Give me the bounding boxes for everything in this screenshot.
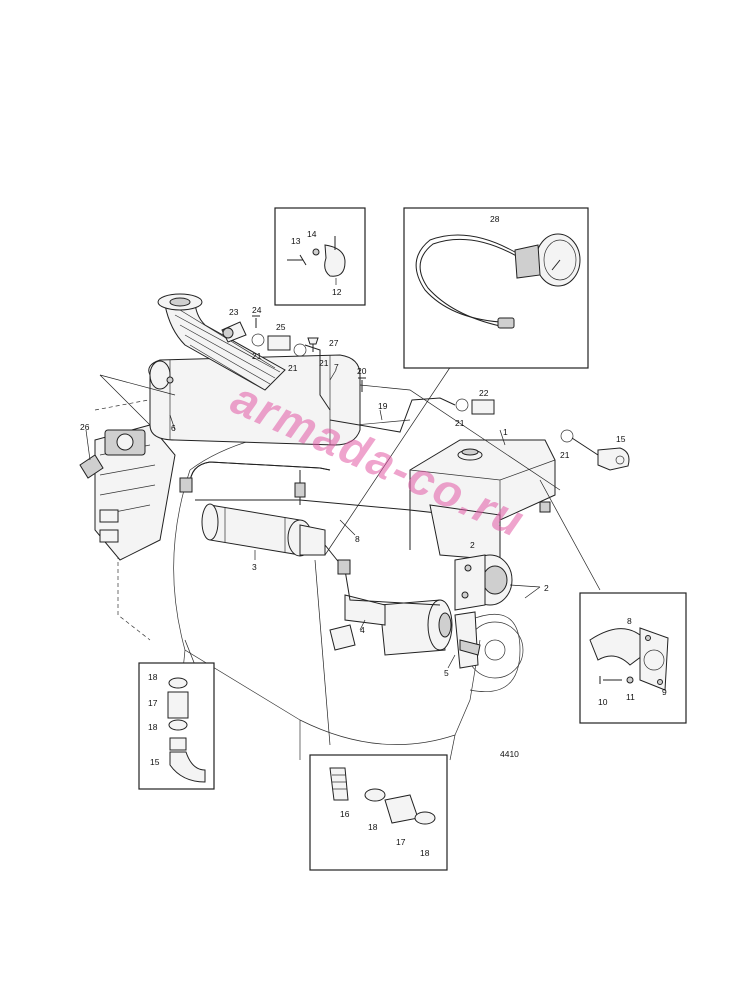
label-11: 11 bbox=[626, 692, 635, 702]
oil-cooler bbox=[201, 503, 326, 557]
label-18a: 18 bbox=[148, 672, 158, 682]
label-4: 4 bbox=[360, 625, 365, 635]
label-8a: 8 bbox=[355, 534, 360, 544]
drawing-number: 4410 bbox=[500, 749, 519, 759]
label-17a: 17 bbox=[148, 698, 158, 708]
label-5: 5 bbox=[444, 668, 449, 678]
label-26: 26 bbox=[80, 422, 90, 432]
label-24: 24 bbox=[252, 305, 262, 315]
label-16: 16 bbox=[340, 809, 350, 819]
label-21e: 21 bbox=[319, 358, 329, 368]
leader-lines bbox=[85, 359, 601, 746]
label-8b: 8 bbox=[627, 616, 632, 626]
label-21c: 21 bbox=[455, 418, 465, 428]
label-25: 25 bbox=[276, 322, 286, 332]
circulation-pump bbox=[454, 554, 513, 611]
label-12: 12 bbox=[332, 287, 342, 297]
label-18b: 18 bbox=[148, 722, 158, 732]
label-18c: 18 bbox=[368, 822, 378, 832]
label-15b: 15 bbox=[150, 757, 160, 767]
inset-bracket-12-14 bbox=[274, 207, 366, 306]
inset-hose-kit-15-18 bbox=[138, 662, 215, 790]
inset-hose-kit-16-18 bbox=[309, 754, 448, 871]
coolant-pipes bbox=[179, 344, 456, 606]
label-22: 22 bbox=[479, 388, 489, 398]
label-23: 23 bbox=[229, 307, 239, 317]
exhaust-manifold bbox=[148, 293, 361, 446]
label-14: 14 bbox=[307, 229, 317, 239]
gearbox-housing bbox=[79, 424, 176, 561]
label-13: 13 bbox=[291, 236, 301, 246]
label-27: 27 bbox=[329, 338, 339, 348]
label-21b: 21 bbox=[288, 363, 298, 373]
label-21d: 21 bbox=[560, 450, 570, 460]
inset-temperature-gauge-28 bbox=[403, 207, 589, 369]
part-number-labels: 1 2 2 3 4 5 6 7 8 8 9 10 11 12 13 14 15 … bbox=[80, 214, 667, 858]
sea-water-pump bbox=[329, 594, 481, 669]
label-19: 19 bbox=[378, 401, 388, 411]
expansion-tank bbox=[409, 439, 556, 561]
label-9: 9 bbox=[662, 687, 667, 697]
label-10: 10 bbox=[598, 697, 608, 707]
label-18d: 18 bbox=[420, 848, 430, 858]
label-7: 7 bbox=[334, 362, 339, 372]
upper-fittings bbox=[221, 315, 630, 471]
label-2b: 2 bbox=[470, 540, 475, 550]
label-1: 1 bbox=[503, 427, 508, 437]
label-15a: 15 bbox=[616, 434, 626, 444]
label-2a: 2 bbox=[544, 583, 549, 593]
label-17b: 17 bbox=[396, 837, 406, 847]
label-3: 3 bbox=[252, 562, 257, 572]
inset-elbow-8-11 bbox=[579, 592, 687, 724]
label-21a: 21 bbox=[252, 351, 262, 361]
label-28: 28 bbox=[490, 214, 500, 224]
label-20: 20 bbox=[357, 366, 367, 376]
label-6: 6 bbox=[171, 423, 176, 433]
